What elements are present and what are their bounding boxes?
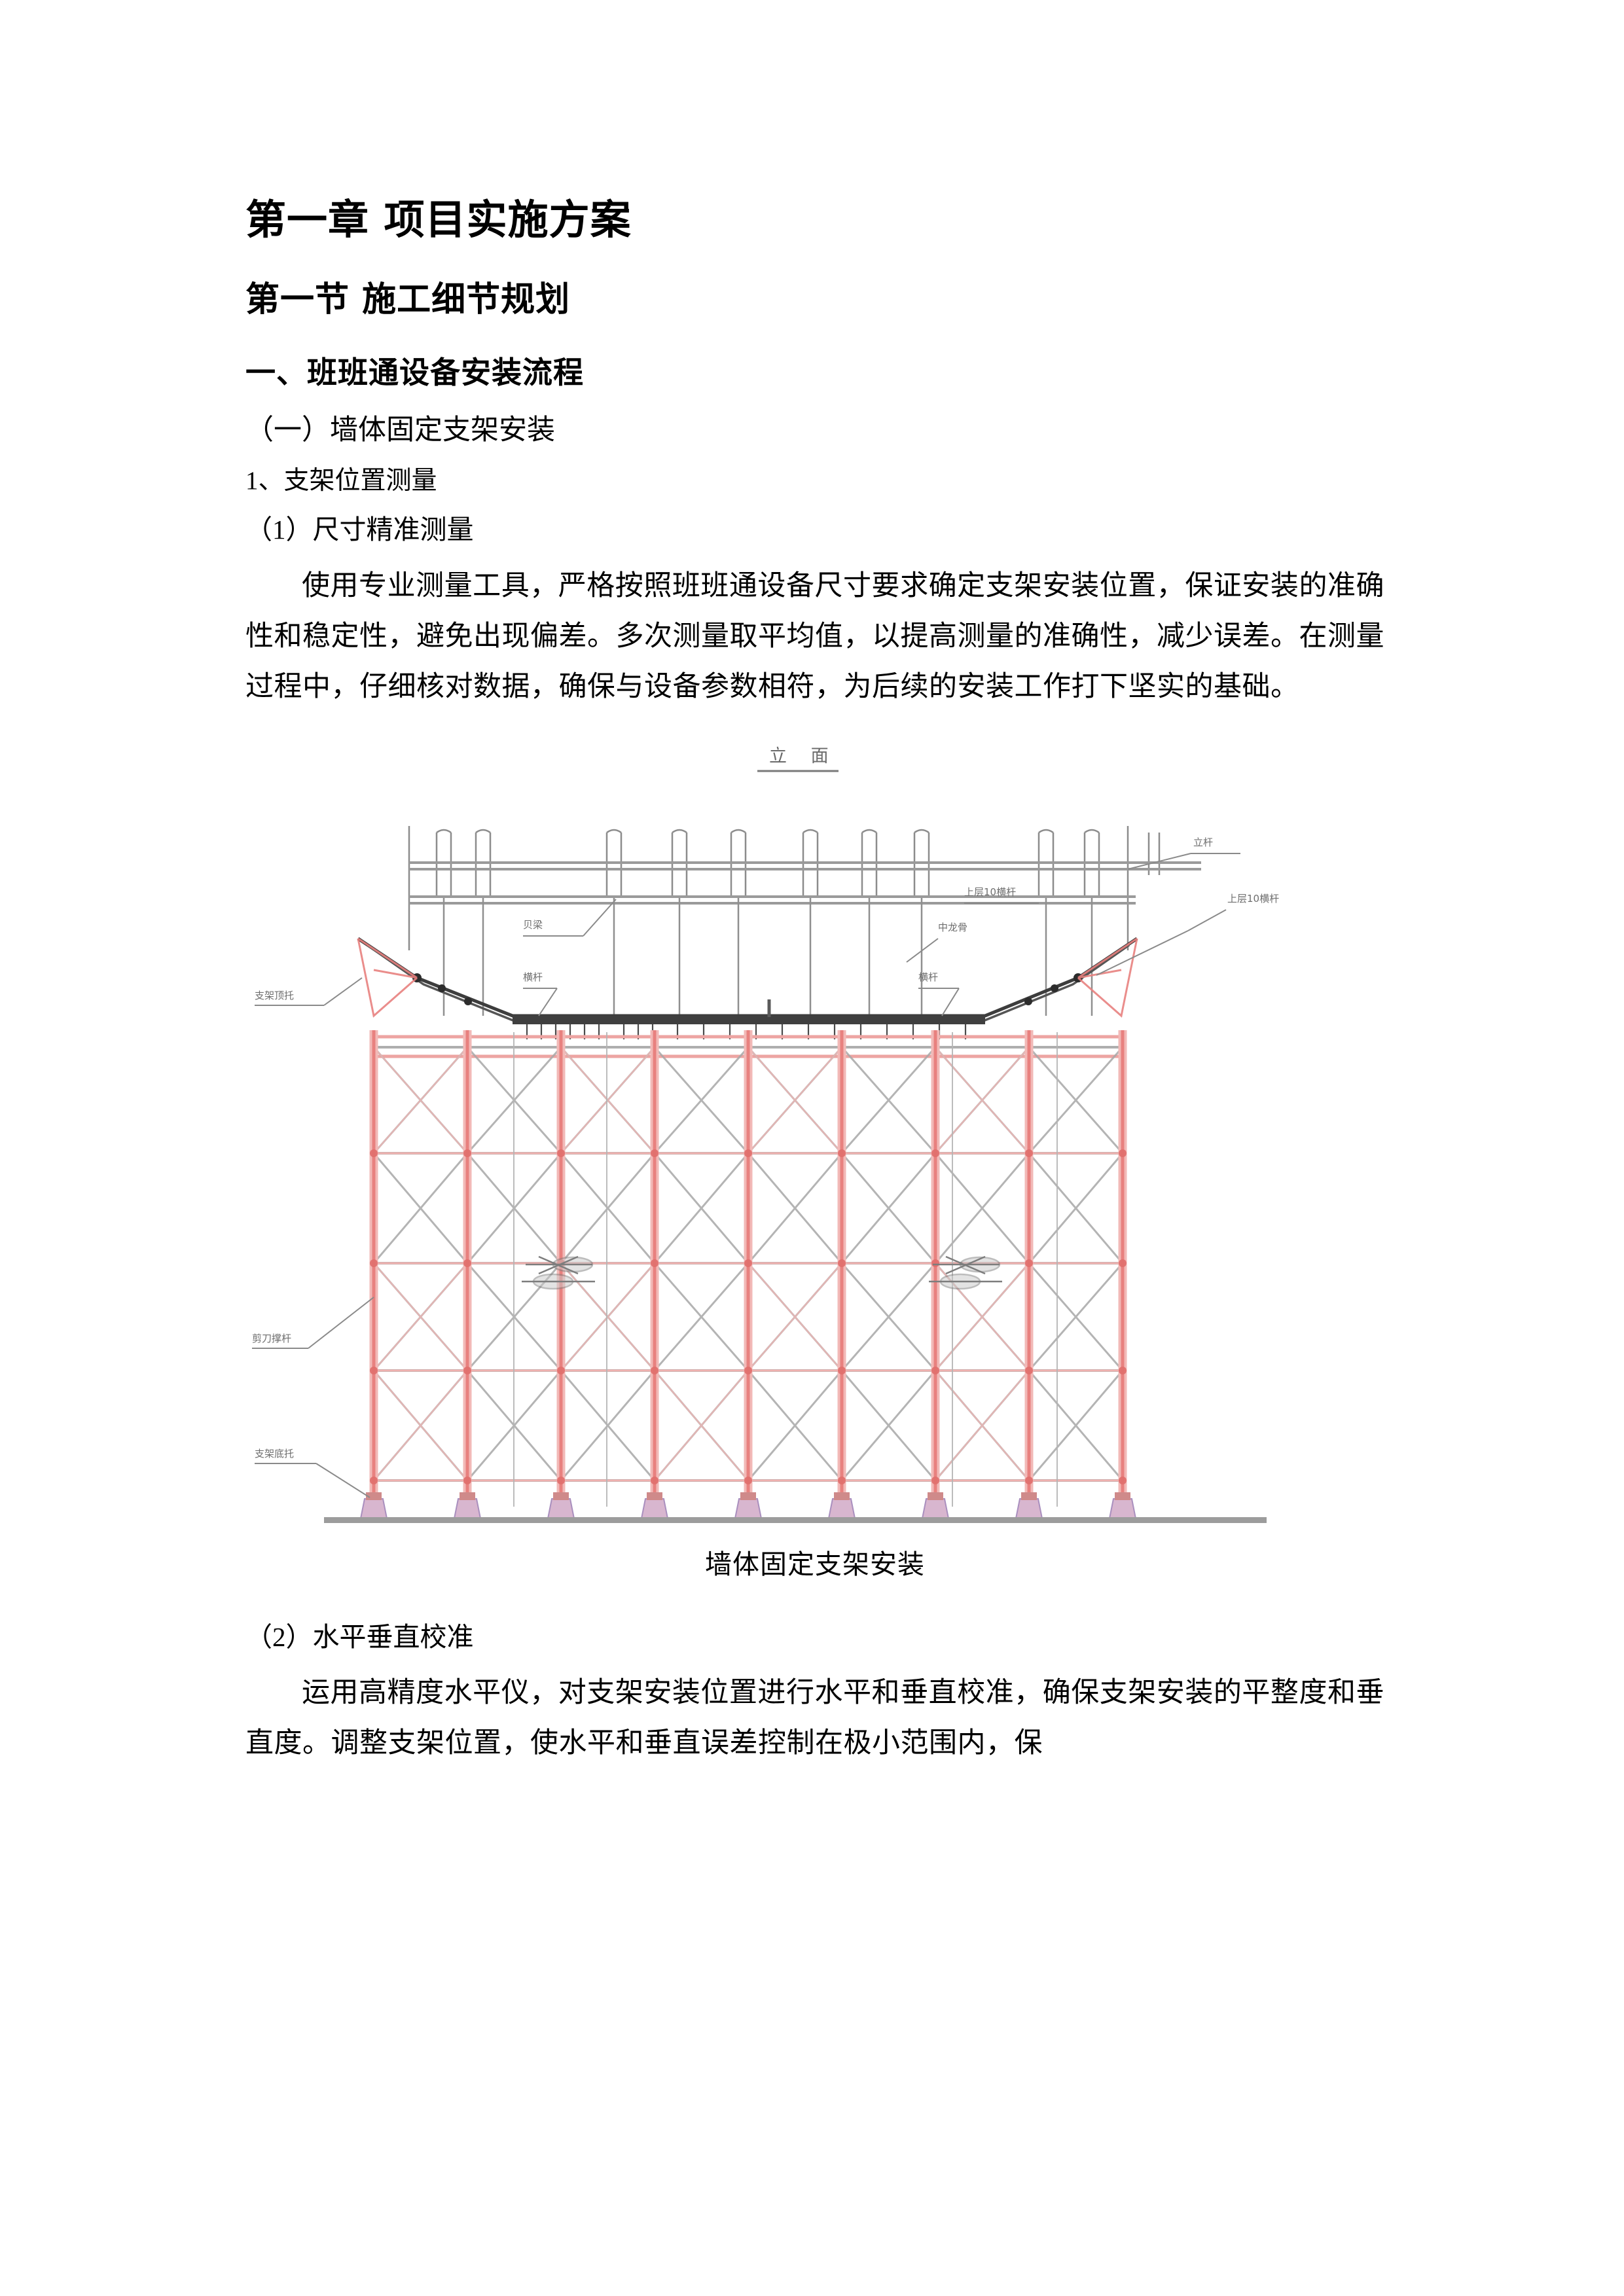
svg-text:立杆: 立杆 <box>1193 836 1213 848</box>
annotation-right-1: 上层10横杆 <box>964 886 1039 905</box>
drawing-title-group: 立 面 <box>757 746 839 772</box>
annotation-right-2: 上层10横杆 <box>1096 893 1279 976</box>
annotation-inner-3: 中龙骨 <box>906 922 967 963</box>
figure-drawing: 立 面 <box>245 734 1384 1539</box>
section-heading: 第一节 施工细节规划 <box>245 280 571 320</box>
annotation-left-top: 支架顶托 <box>255 977 363 1007</box>
chapter-heading: 第一章 项目实施方案 <box>245 196 632 243</box>
annotation-right-top: 立杆 <box>1127 836 1240 870</box>
list-item-level-c-2: （2）水平垂直校准 <box>245 1622 474 1653</box>
body-paragraph-2: 运用高精度水平仪，对支架安装位置进行水平和垂直校准，确保支架安装的平整度和垂直度… <box>245 1677 1384 1759</box>
annotation-inner-4: 横杆 <box>918 971 960 1016</box>
page-content: 第一章 项目实施方案 第一节 施工细节规划 一、班班通设备安装流程 （一）墙体固… <box>245 196 1384 1775</box>
deck-formwork-group <box>357 826 1201 1040</box>
svg-text:支架底托: 支架底托 <box>255 1448 294 1460</box>
svg-text:上层10横杆: 上层10横杆 <box>964 886 1016 898</box>
figure-caption: 墙体固定支架安装 <box>705 1549 925 1580</box>
svg-text:立 面: 立 面 <box>769 746 838 766</box>
list-item-level-a: （一）墙体固定支架安装 <box>245 414 555 446</box>
body-paragraph-1: 使用专业测量工具，严格按照班班通设备尺寸要求确定支架安装位置，保证安装的准确性和… <box>245 571 1384 702</box>
scaffold-elevation-drawing: 立 面 <box>252 746 1279 1524</box>
annotation-left-mid: 剪刀撑杆 <box>252 1297 374 1350</box>
svg-text:横杆: 横杆 <box>523 971 543 983</box>
annotation-group: 支架顶托 剪刀撑杆 支架底托 <box>252 836 1279 1498</box>
svg-text:支架顶托: 支架顶托 <box>255 990 294 1001</box>
subsection-heading: 一、班班通设备安装流程 <box>245 355 584 391</box>
tie-detail-group <box>522 1255 1002 1290</box>
annotation-left-bottom: 支架底托 <box>255 1448 370 1498</box>
svg-text:剪刀撑杆: 剪刀撑杆 <box>252 1333 291 1344</box>
svg-text:上层10横杆: 上层10横杆 <box>1227 893 1279 905</box>
svg-text:中龙骨: 中龙骨 <box>938 922 967 933</box>
svg-text:横杆: 横杆 <box>918 971 938 983</box>
annotation-inner-1: 贝梁 <box>523 899 617 937</box>
figure-block: 立 面 <box>245 734 1384 1583</box>
base-plate-group <box>324 1492 1267 1524</box>
svg-text:贝梁: 贝梁 <box>523 919 543 931</box>
list-item-level-c: （1）尺寸精准测量 <box>245 514 474 545</box>
annotation-inner-2: 横杆 <box>523 971 558 1016</box>
list-item-level-b: 1、支架位置测量 <box>245 467 437 495</box>
post-figure-block: （2）水平垂直校准 运用高精度水平仪，对支架安装位置进行水平和垂直校准，确保支架… <box>245 1617 1384 1768</box>
